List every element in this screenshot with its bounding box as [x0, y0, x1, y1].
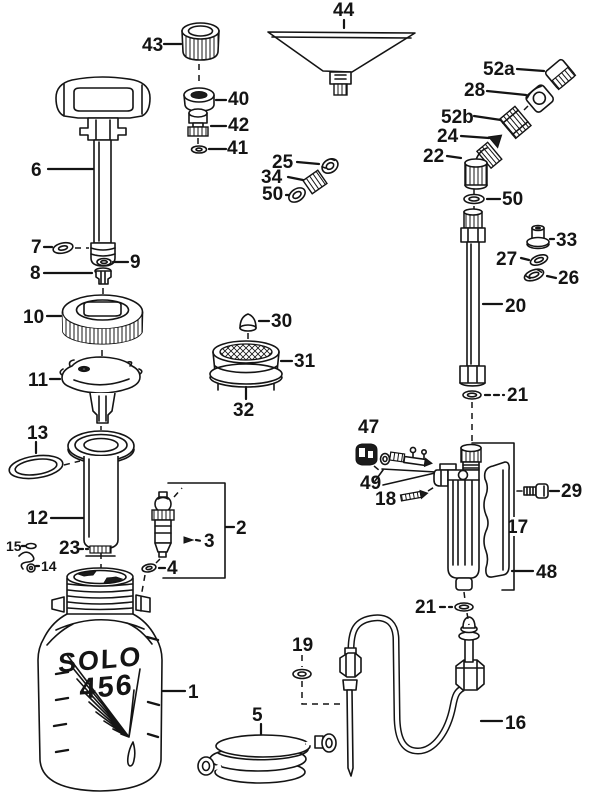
part-50-o-ring-elbow: 50: [463, 189, 523, 211]
part-50-o-ring-nozzle: 50: [262, 184, 306, 205]
part-label-43: 43: [142, 35, 163, 56]
part-label-30: 30: [271, 311, 292, 332]
part-label-25: 25: [272, 152, 294, 173]
part-label-8: 8: [30, 263, 41, 284]
part-15-clip: 15: [6, 538, 37, 554]
part-label-2: 2: [236, 518, 247, 539]
part-52b-nozzle-insert: 52b: [441, 105, 533, 140]
part-19-o-ring: 19: [292, 635, 341, 705]
part-13-gasket-ring: 13: [8, 423, 81, 480]
part-label-49: 49: [360, 473, 381, 494]
part-2-valve-assembly: 2: [151, 482, 247, 579]
part-label-47: 47: [358, 417, 379, 438]
part-34-elbow-insert: 34: [261, 167, 328, 195]
part-42-knurled-screw: 42: [187, 108, 249, 144]
part-label-3: 3: [204, 531, 215, 552]
part-52a-nozzle-tip: 52a: [483, 58, 577, 91]
part-label-52b: 52b: [441, 107, 474, 128]
part-label-31: 31: [294, 351, 316, 372]
part-label-28: 28: [464, 80, 485, 101]
tank-fan-lines: [66, 654, 141, 738]
part-label-7: 7: [31, 237, 42, 258]
part-label-5: 5: [252, 705, 263, 726]
part-32-strainer-seat: 32: [233, 385, 254, 421]
part-49-repair-kit: 49: [360, 446, 437, 494]
part-label-18: 18: [375, 489, 396, 510]
part-9-o-ring: 9: [96, 252, 141, 273]
part-1-tank: 1 SOLO 456: [37, 567, 199, 792]
part-14-wire-clip: 14: [18, 551, 57, 574]
part-label-4: 4: [167, 558, 178, 579]
part-label-27: 27: [496, 249, 517, 270]
part-label-52a: 52a: [483, 59, 515, 80]
part-5-hose: 5: [197, 705, 337, 784]
part-30-valve-cap: 30: [239, 311, 292, 340]
tank-logo-brand: SOLO: [58, 640, 143, 678]
part-20-spray-wand: 20: [459, 208, 526, 387]
part-label-11: 11: [28, 370, 49, 391]
part-label-13: 13: [27, 423, 48, 444]
part-label-15: 15: [6, 538, 22, 554]
part-41-washer: 41: [190, 138, 249, 159]
part-47-nut: 47: [355, 417, 381, 472]
part-23-spring: 23: [59, 538, 116, 559]
part-label-33: 33: [556, 230, 577, 251]
part-label-48: 48: [536, 562, 557, 583]
part-label-21-wand: 21: [507, 385, 529, 406]
part-48-grip: 48: [483, 461, 557, 583]
part-10-piston-sleeve: 10: [23, 294, 144, 361]
part-label-14: 14: [41, 558, 57, 574]
part-label-1: 1: [188, 682, 199, 703]
part-label-40: 40: [228, 89, 249, 110]
part-label-19: 19: [292, 635, 313, 656]
part-3-insert: 3: [183, 531, 215, 552]
part-21-o-ring-wand: 21: [462, 385, 529, 406]
part-label-23: 23: [59, 538, 80, 559]
part-43-pump-cap: 43: [142, 22, 220, 85]
part-label-16: 16: [505, 713, 526, 734]
part-8-valve-grommet: 8: [30, 263, 112, 294]
part-label-44: 44: [333, 0, 355, 21]
part-label-24: 24: [437, 126, 459, 147]
part-label-17: 17: [507, 517, 528, 538]
part-24-swirl-plate: 24: [437, 126, 503, 149]
part-label-21-valve: 21: [415, 597, 437, 618]
part-31-strainer: 31: [209, 340, 316, 391]
part-6-pump-handle: 6: [31, 76, 151, 267]
part-label-22: 22: [423, 146, 444, 167]
part-12-pump-cylinder: 12: [27, 430, 135, 576]
part-label-10: 10: [23, 307, 44, 328]
part-21-o-ring-valve: 21: [415, 597, 474, 626]
part-4-o-ring: 4: [140, 558, 178, 598]
part-11-valve-plate: 11: [28, 356, 143, 430]
part-label-34: 34: [261, 167, 283, 188]
part-40-knob-cap: 40: [183, 87, 249, 112]
part-label-26: 26: [558, 268, 579, 289]
part-7-washer: 7: [31, 237, 89, 258]
part-16-suction-assembly: 16: [339, 614, 526, 777]
tank-logo-model: 456: [79, 669, 134, 706]
part-44-filling-funnel: 44: [267, 0, 416, 96]
part-label-20: 20: [505, 296, 526, 317]
part-label-50-nozzle: 50: [262, 184, 283, 205]
part-28-nozzle-cap: 28: [464, 80, 555, 113]
part-33-cap-nut: 33: [526, 224, 577, 251]
part-label-9: 9: [130, 252, 141, 273]
part-label-12: 12: [27, 508, 48, 529]
part-27-clip: 27: [496, 249, 549, 270]
part-label-32: 32: [233, 400, 254, 421]
part-26-clip: 26: [523, 268, 579, 289]
part-label-42: 42: [228, 115, 249, 136]
part-25-nut: 25: [272, 152, 339, 175]
part-label-6: 6: [31, 160, 42, 181]
part-label-29: 29: [561, 481, 582, 502]
part-22-elbow: 22: [423, 141, 503, 194]
part-29-screw: 29: [516, 481, 582, 502]
part-18-pin: 18: [375, 485, 437, 510]
part-label-41: 41: [227, 138, 249, 159]
part-label-50-elbow: 50: [502, 189, 523, 210]
